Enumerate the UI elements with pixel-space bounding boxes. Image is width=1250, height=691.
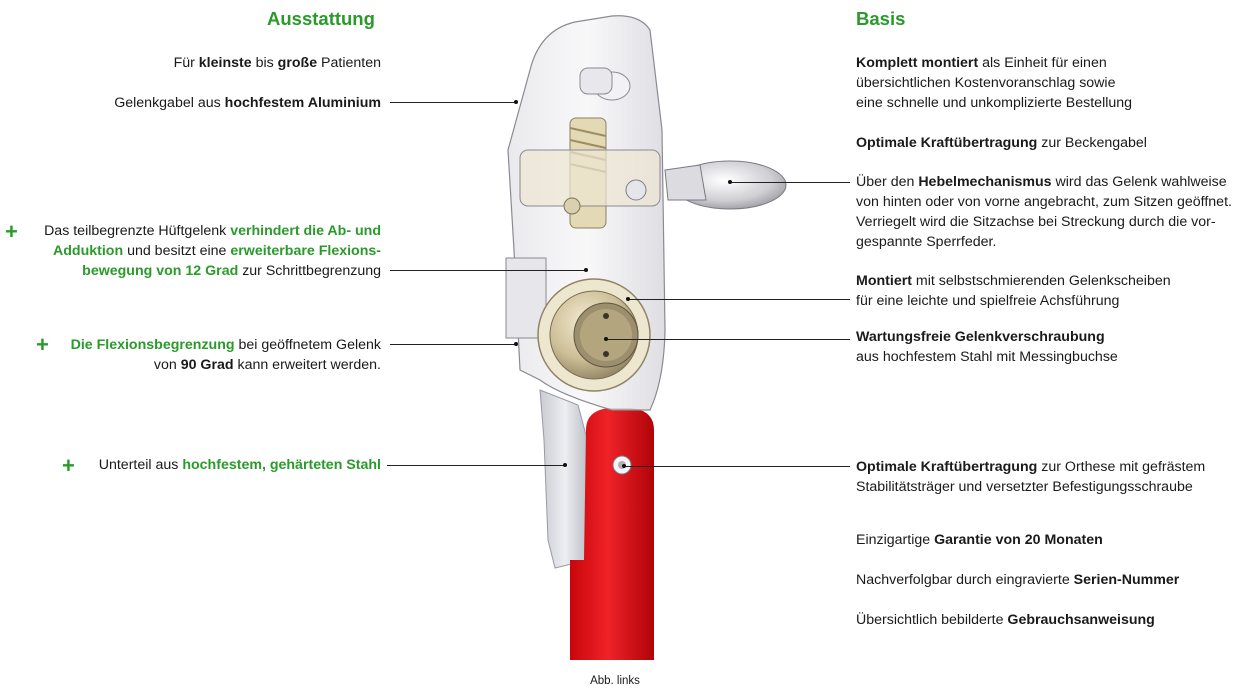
leader-dot bbox=[563, 463, 567, 467]
leader-line bbox=[606, 339, 850, 340]
crossbar bbox=[519, 149, 661, 207]
figure-caption: Abb. links bbox=[590, 675, 640, 687]
leader-dot bbox=[622, 464, 626, 468]
leader-line bbox=[624, 466, 850, 467]
plus-icon: + bbox=[36, 332, 49, 357]
heading-basis: Basis bbox=[856, 8, 906, 29]
leader-dot bbox=[728, 180, 732, 184]
feature-patients: Für kleinste bis große Patienten bbox=[173, 55, 381, 71]
plus-icon: + bbox=[5, 219, 18, 244]
heading-ausstattung: Ausstattung bbox=[267, 8, 375, 29]
feature-seriennummer: Nachverfolgbar durch eingravierte Serien… bbox=[856, 572, 1180, 588]
steel-lower-part bbox=[539, 389, 591, 569]
leader-line bbox=[390, 344, 516, 345]
leader-line bbox=[387, 465, 565, 466]
leader-dot bbox=[626, 297, 630, 301]
leader-line bbox=[390, 102, 516, 103]
leader-line bbox=[390, 270, 586, 271]
feature-garantie: Einzigartige Garantie von 20 Monaten bbox=[856, 532, 1103, 548]
feature-gelenkverschraubung: Wartungsfreie Gelenkverschraubung aus ho… bbox=[856, 329, 1118, 365]
plus-icon: + bbox=[62, 453, 75, 478]
leader-line bbox=[628, 299, 850, 300]
leader-dot bbox=[514, 100, 518, 104]
feature-gebrauchsanweisung: Übersichtlich bebilderte Gebrauchsanweis… bbox=[856, 612, 1155, 628]
feature-gelenkgabel: Gelenkgabel aus hochfestem Aluminium bbox=[114, 95, 381, 111]
leader-dot bbox=[604, 337, 608, 341]
leader-dot bbox=[584, 268, 588, 272]
leader-line bbox=[730, 182, 850, 183]
feature-gelenkscheiben: Montiert mit selbstschmierenden Gelenksc… bbox=[856, 273, 1171, 309]
feature-kraftuebertragung-orthese: Optimale Kraftübertragung zur Orthese mi… bbox=[856, 459, 1206, 495]
feature-hebelmechanismus: Über den Hebelmechanismus wird das Gelen… bbox=[856, 174, 1232, 250]
feature-hueftgelenk: Das teilbegrenzte Hüftgelenk verhindert … bbox=[44, 223, 381, 279]
feature-kraftuebertragung-becken: Optimale Kraftübertragung zur Beckengabe… bbox=[856, 135, 1147, 151]
feature-flexionsbegrenzung: Die Flexionsbegrenzung bei geöffnetem Ge… bbox=[70, 337, 381, 373]
red-bar bbox=[570, 408, 654, 660]
feature-komplett-montiert: Komplett montiert als Einheit für einen … bbox=[856, 55, 1133, 111]
hip-joint-illustration bbox=[505, 15, 787, 660]
leader-dot bbox=[514, 342, 518, 346]
feature-unterteil: Unterteil aus hochfestem, gehärteten Sta… bbox=[98, 457, 381, 473]
